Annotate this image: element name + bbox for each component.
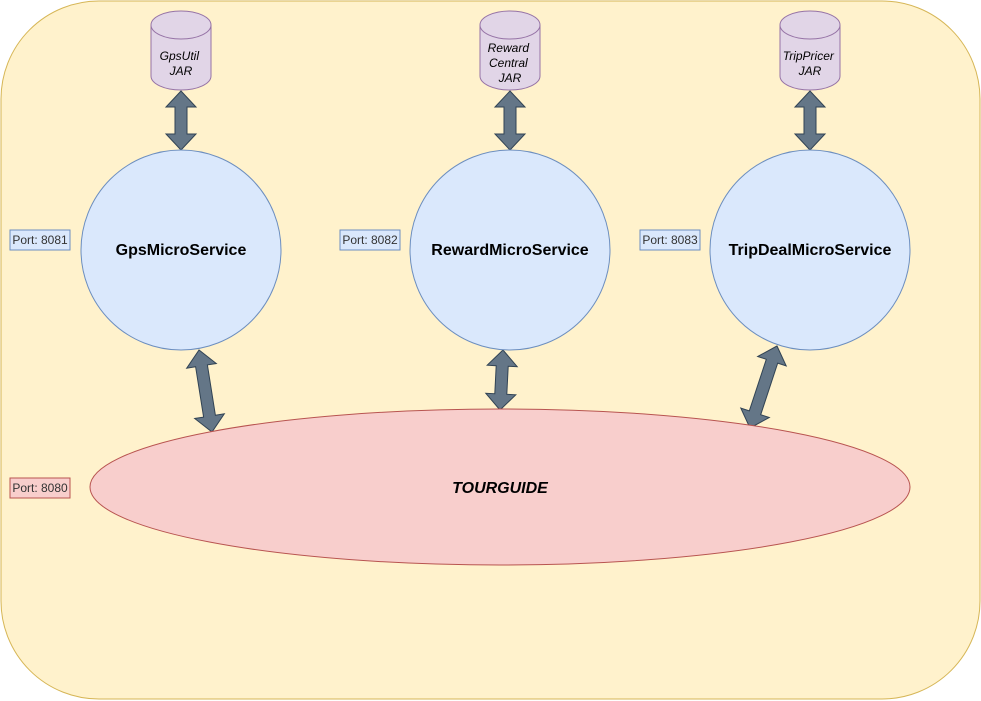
jar-label-line: TripPricer — [783, 49, 835, 63]
service-name-tripdeal: TripDealMicroService — [729, 242, 892, 259]
cylinder-rim — [479, 24, 541, 40]
jar-reward-central[interactable]: Reward Central JAR — [479, 10, 541, 91]
jar-label-line: JAR — [169, 64, 193, 78]
tourguide-label: TOURGUIDE — [452, 480, 549, 497]
service-circle — [80, 149, 282, 351]
port-label-tourguide: Port: 8080 — [12, 481, 68, 495]
jar-label-line: Reward — [488, 41, 530, 55]
jar-label-line: Central — [489, 56, 528, 70]
service-circle — [709, 149, 911, 351]
database-cylinder-icon — [150, 10, 212, 91]
port-tag-tripdeal: Port: 8083 — [639, 229, 701, 251]
service-name-reward: RewardMicroService — [431, 242, 589, 259]
port-tag-tourguide: Port: 8080 — [9, 477, 71, 499]
service-reward[interactable]: RewardMicroService — [409, 149, 611, 351]
tourguide-app[interactable]: TOURGUIDE — [89, 408, 911, 566]
port-label-tripdeal: Port: 8083 — [642, 233, 698, 247]
database-cylinder-icon — [779, 10, 841, 91]
service-gps[interactable]: GpsMicroService — [80, 149, 282, 351]
cylinder-rim — [150, 24, 212, 40]
service-name-gps: GpsMicroService — [116, 242, 247, 259]
jar-label-line: JAR — [798, 64, 822, 78]
database-cylinder-icon — [479, 10, 541, 91]
port-tag-reward: Port: 8082 — [339, 229, 401, 251]
jar-gpsutil[interactable]: GpsUtil JAR — [150, 10, 212, 91]
port-label-gps: Port: 8081 — [12, 233, 68, 247]
cylinder-rim — [779, 24, 841, 40]
tourguide-ellipse — [89, 408, 911, 566]
arrows-layer — [164, 90, 827, 433]
service-tripdeal[interactable]: TripDealMicroService — [709, 149, 911, 351]
jar-label-line: GpsUtil — [160, 49, 200, 63]
service-circle — [409, 149, 611, 351]
jar-label-line: JAR — [498, 71, 522, 85]
jar-trippricer[interactable]: TripPricer JAR — [779, 10, 841, 91]
jar-label-trippricer: TripPricer JAR — [783, 49, 837, 78]
port-tag-gps: Port: 8081 — [9, 229, 71, 251]
jar-label-gpsutil: GpsUtil JAR — [160, 49, 203, 78]
jar-label-reward-central: Reward Central JAR — [488, 41, 533, 85]
port-label-reward: Port: 8082 — [342, 233, 398, 247]
